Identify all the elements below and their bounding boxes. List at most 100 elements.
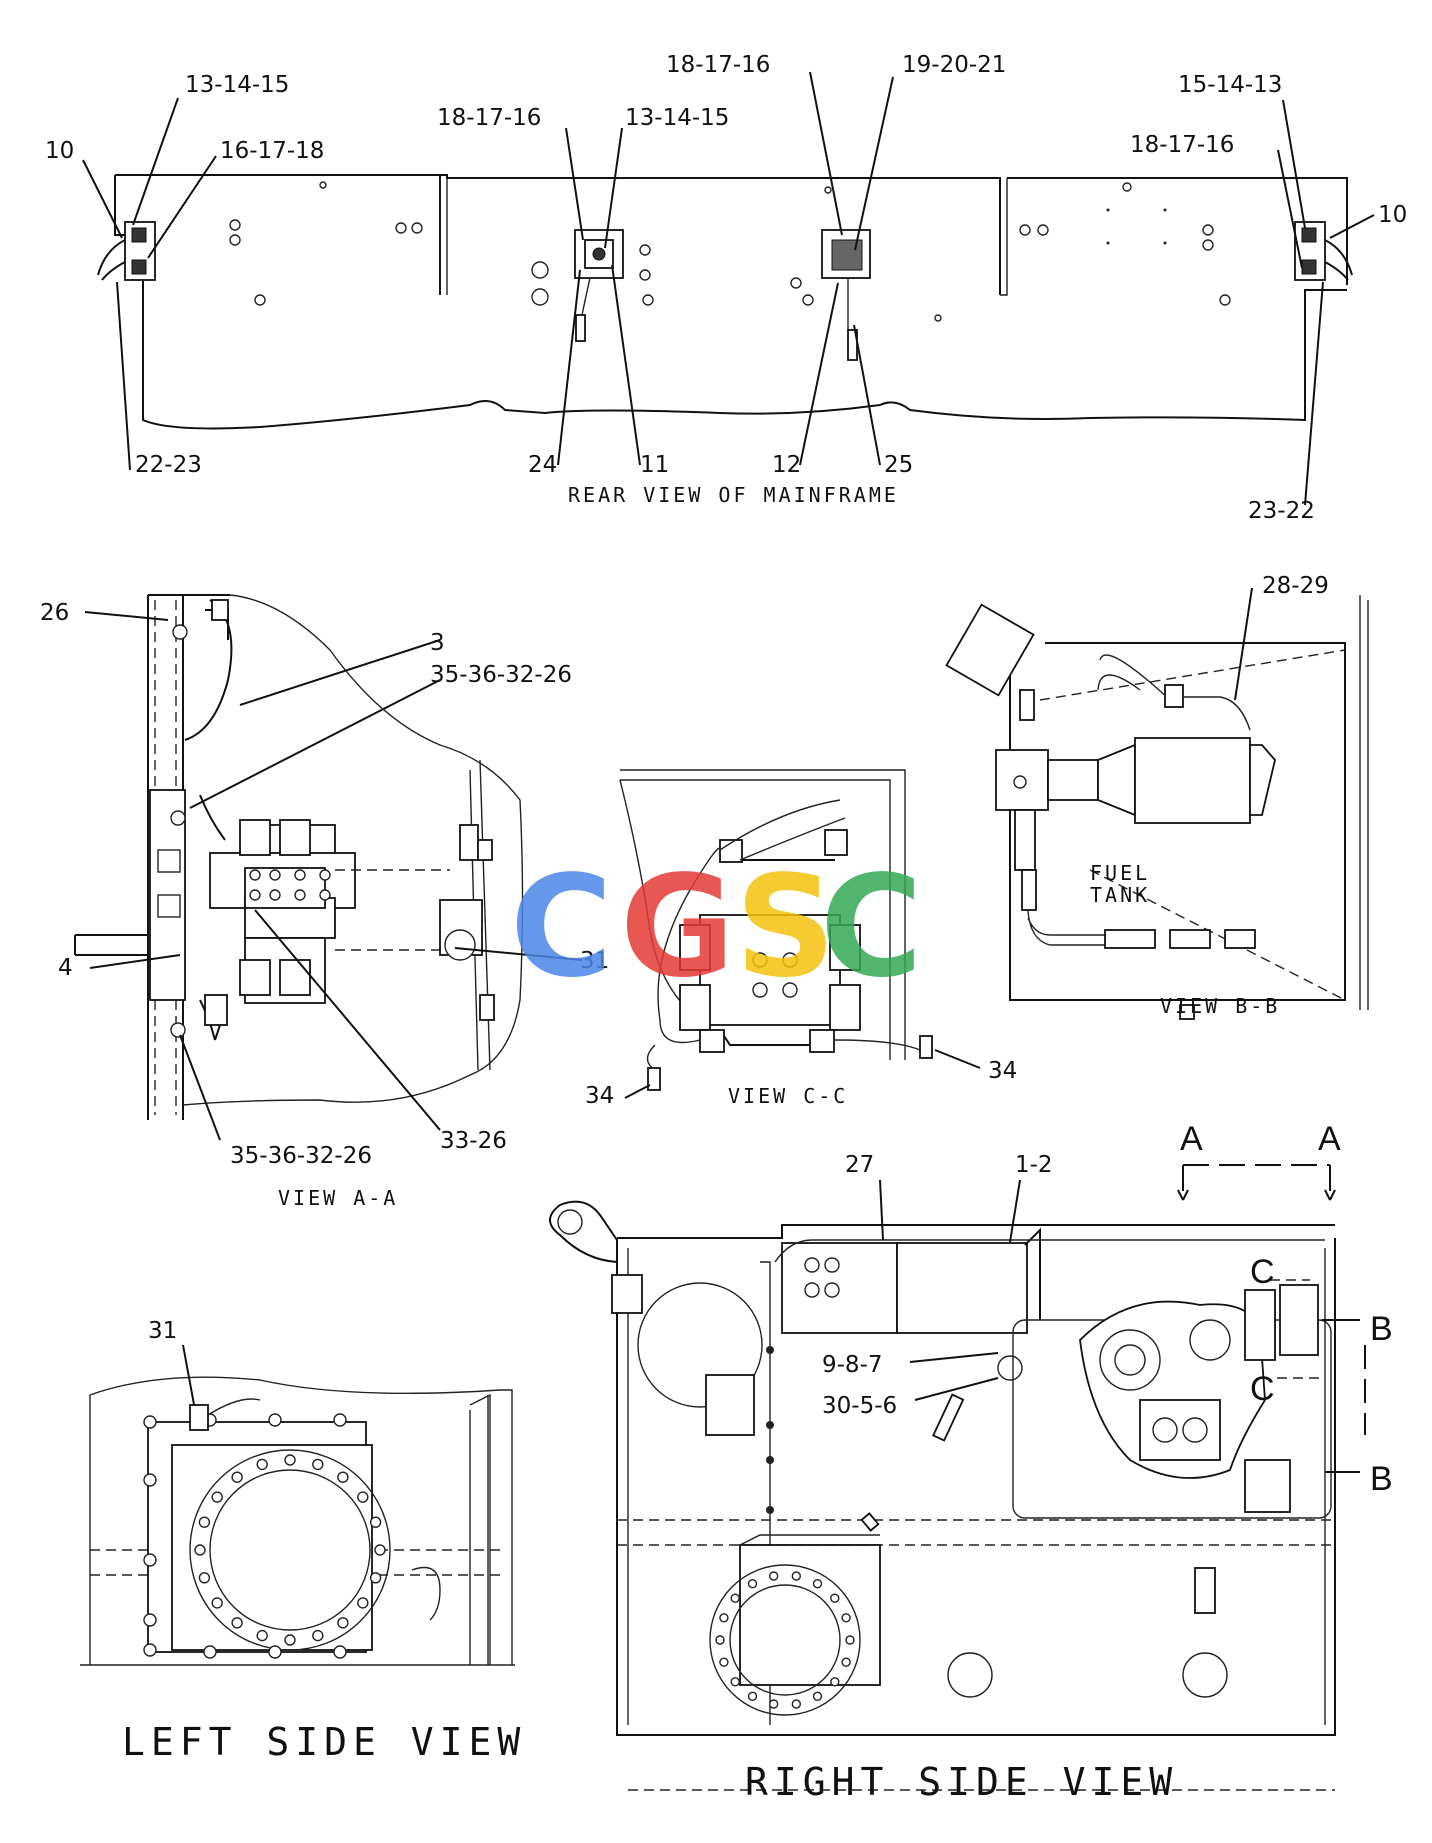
bolt-hole (374, 1544, 386, 1556)
callout-rear-14: 18-17-16 (1130, 132, 1234, 158)
callout-rear-7: 24 (528, 452, 557, 478)
bolt-hole (791, 1571, 801, 1581)
bolt-hole (256, 1458, 268, 1471)
right-side-caption: RIGHT SIDE VIEW (745, 1760, 1178, 1804)
connector-left (97, 221, 156, 281)
bolt-hole (747, 1578, 758, 1589)
bolt-hole (357, 1491, 369, 1503)
section-mark-b-bottom: B (1370, 1460, 1393, 1498)
bolt-hole (312, 1629, 324, 1642)
callout-rear-10: 19-20-21 (902, 52, 1006, 78)
view-b-b: 28-29 FUEL TANK VIEW B-B (945, 573, 1369, 1020)
callout-l-1: 31 (148, 1318, 177, 1344)
view-a-a: 26 3 35-36-32-26 4 31 33-26 35-36-32-26 … (40, 594, 609, 1210)
right-side-view: A A C C B B 27 1-2 9-8-7 30-5-6 RIGHT SI… (549, 1120, 1393, 1804)
callout-rear-16: 23-22 (1248, 498, 1315, 524)
section-mark-b-top: B (1370, 1310, 1393, 1348)
callout-rear-6: 13-14-15 (625, 105, 729, 131)
bolt-hole (369, 1516, 382, 1528)
callout-b-1: 28-29 (1262, 573, 1329, 599)
bolt-hole (769, 1699, 779, 1709)
watermark-letter-4: C (820, 846, 923, 1009)
callout-rear-1: 10 (45, 138, 74, 164)
callout-a-7: 35-36-32-26 (230, 1143, 372, 1169)
callout-rear-4: 22-23 (135, 452, 202, 478)
cgsc-watermark: C G S C (510, 846, 923, 1009)
callout-a-3: 35-36-32-26 (430, 662, 572, 688)
valve-block (209, 819, 356, 1004)
callout-r-2: 1-2 (1015, 1152, 1053, 1178)
callout-rear-12: 25 (884, 452, 913, 478)
watermark-letter-3: S (735, 846, 836, 1009)
connector-center-right (821, 229, 871, 361)
bolt-hole (357, 1597, 369, 1609)
bolt-hole (194, 1544, 206, 1556)
bolt-hole (812, 1691, 823, 1702)
bolt-hole (812, 1578, 823, 1589)
left-bolt-circle (194, 1454, 386, 1646)
bolt-hole (284, 1634, 296, 1646)
view-c-c: 34 34 VIEW C-C (585, 769, 1017, 1109)
callout-c-1: 34 (585, 1083, 614, 1109)
bolt-hole (719, 1613, 729, 1623)
view-c-caption: VIEW C-C (728, 1084, 848, 1108)
callout-c-2: 34 (988, 1058, 1017, 1084)
fuel-tank-label-1: FUEL (1090, 861, 1150, 885)
callout-a-2: 3 (430, 630, 445, 656)
left-frame-bolts (143, 1413, 347, 1659)
mounting-holes (229, 181, 1231, 322)
bolt-hole (747, 1691, 758, 1702)
callout-rear-3: 16-17-18 (220, 138, 324, 164)
section-mark-a-left: A (1180, 1120, 1203, 1158)
callout-r-4: 30-5-6 (822, 1393, 897, 1419)
bolt-hole (715, 1635, 725, 1645)
callout-rear-9: 18-17-16 (666, 52, 770, 78)
section-mark-c-bottom: C (1250, 1370, 1275, 1408)
bolt-hole (231, 1471, 243, 1483)
bolt-hole (231, 1617, 243, 1629)
bolt-hole (845, 1635, 855, 1645)
bolt-hole (198, 1572, 211, 1584)
callout-rear-2: 13-14-15 (185, 72, 289, 98)
bolt-hole (211, 1597, 223, 1609)
bolt-hole (730, 1593, 740, 1603)
connector-right (1294, 221, 1353, 281)
watermark-letter-2: G (620, 846, 735, 1009)
bolt-hole (841, 1613, 851, 1623)
bolt-hole (841, 1657, 851, 1667)
callout-rear-13: 15-14-13 (1178, 72, 1282, 98)
callout-a-6: 33-26 (440, 1128, 507, 1154)
callout-rear-8: 11 (640, 452, 669, 478)
section-mark-a-right: A (1318, 1120, 1341, 1158)
callout-a-1: 26 (40, 600, 69, 626)
rear-view-caption: REAR VIEW OF MAINFRAME (568, 483, 899, 507)
bolt-hole (769, 1571, 779, 1581)
bolt-hole (791, 1699, 801, 1709)
bolt-hole (284, 1454, 296, 1466)
fuel-tank-label-2: TANK (1090, 883, 1150, 907)
watermark-letter-1: C (510, 846, 613, 1009)
callout-rear-15: 10 (1378, 202, 1407, 228)
bolt-hole (730, 1677, 740, 1687)
left-side-caption: LEFT SIDE VIEW (122, 1720, 526, 1764)
callout-r-1: 27 (845, 1152, 874, 1178)
bolt-hole (211, 1491, 223, 1503)
rear-view: 10 13-14-15 16-17-18 22-23 18-17-16 13-1… (45, 52, 1407, 524)
bolt-hole (830, 1677, 840, 1687)
bolt-hole (198, 1516, 211, 1528)
callout-rear-11: 12 (772, 452, 801, 478)
view-a-caption: VIEW A-A (278, 1186, 398, 1210)
transmission-assembly (1079, 1289, 1276, 1479)
bolt-hole (719, 1657, 729, 1667)
bolt-hole (312, 1458, 324, 1471)
bolt-hole (369, 1572, 382, 1584)
callout-r-3: 9-8-7 (822, 1352, 883, 1378)
bolt-hole (830, 1593, 840, 1603)
callout-a-4: 4 (58, 955, 73, 981)
right-bolt-circle (715, 1571, 855, 1709)
bolt-hole (337, 1617, 349, 1629)
callout-rear-5: 18-17-16 (437, 105, 541, 131)
section-mark-c-top: C (1250, 1253, 1275, 1291)
bolt-hole (337, 1471, 349, 1483)
